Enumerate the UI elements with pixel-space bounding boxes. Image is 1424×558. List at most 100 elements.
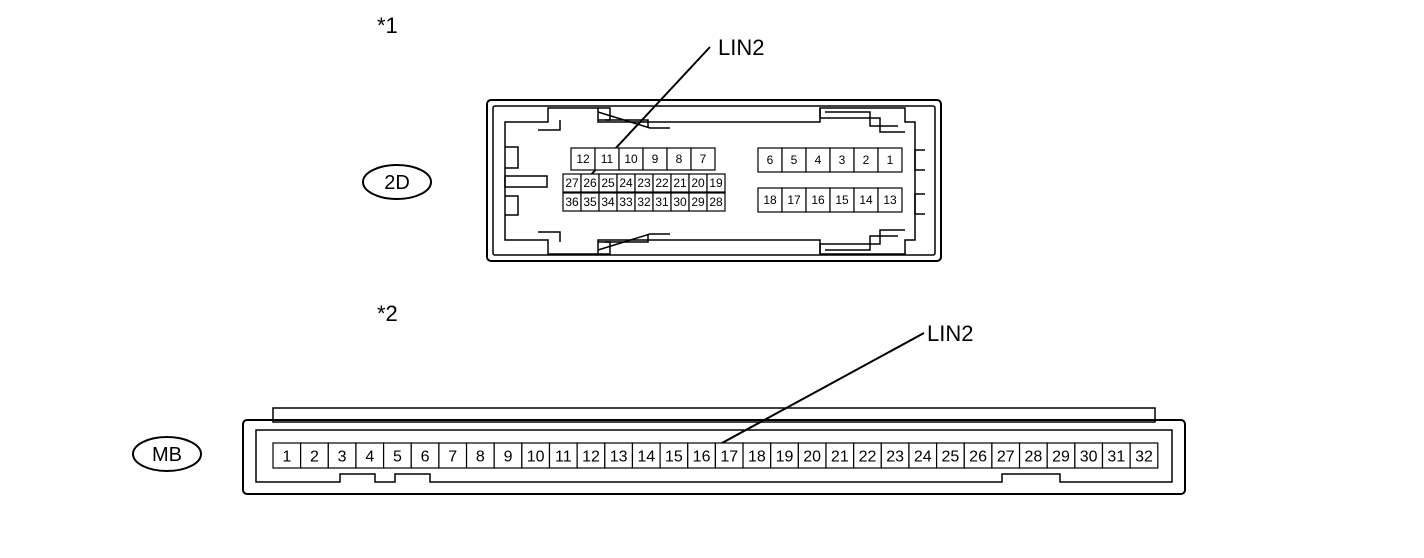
callout-label-2d: LIN2 (718, 35, 764, 60)
pin-cell-21 (825, 442, 855, 469)
pin-label-16: 16 (811, 193, 825, 207)
pin-label-18: 18 (748, 449, 766, 466)
pin-label-19: 19 (709, 176, 723, 190)
pin-label-21: 21 (673, 176, 687, 190)
pin-label-17: 17 (787, 193, 801, 207)
pin-cell-20 (797, 442, 827, 469)
pin-label-25: 25 (942, 449, 960, 466)
pin-cell-2 (853, 147, 879, 173)
pin-label-24: 24 (619, 176, 633, 190)
pin-cell-10 (521, 442, 551, 469)
pin-label-9: 9 (504, 449, 513, 466)
pin-label-22: 22 (655, 176, 669, 190)
pin-cell-24 (908, 442, 938, 469)
pin-label-18: 18 (763, 193, 777, 207)
connector-2d-housing (486, 99, 942, 262)
pin-label-27: 27 (565, 176, 579, 190)
pin-cell-31 (1101, 442, 1131, 469)
pin-label-19: 19 (776, 449, 794, 466)
pin-label-3: 3 (338, 449, 347, 466)
pin-label-13: 13 (883, 193, 897, 207)
pin-label-14: 14 (637, 449, 655, 466)
code-badge-2d (362, 164, 432, 200)
pin-label-35: 35 (583, 195, 597, 209)
pin-cell-16 (687, 442, 716, 469)
marker-2: *2 (377, 301, 398, 326)
pin-label-26: 26 (583, 176, 597, 190)
pin-cell-19 (706, 173, 726, 193)
pin-label-15: 15 (665, 449, 683, 466)
connector-code-mb: MB (152, 444, 182, 466)
pin-label-10: 10 (624, 152, 638, 166)
pin-cell-19 (770, 442, 799, 469)
pin-label-17: 17 (720, 449, 738, 466)
pin-label-33: 33 (619, 195, 633, 209)
pin-cell-13 (604, 442, 634, 469)
pin-label-6: 6 (421, 449, 430, 466)
marker-1: *1 (377, 13, 398, 38)
pin-cell-4 (355, 442, 385, 469)
pin-label-11: 11 (601, 152, 614, 166)
pin-label-32: 32 (1135, 449, 1153, 466)
pin-label-3: 3 (839, 153, 846, 167)
pin-cell-28 (706, 192, 726, 212)
pin-label-20: 20 (691, 176, 705, 190)
pin-cell-7 (690, 147, 716, 171)
pin-label-28: 28 (1024, 449, 1042, 466)
callout-line-mb (699, 332, 925, 456)
pin-label-31: 31 (1107, 449, 1125, 466)
pin-label-34: 34 (601, 195, 615, 209)
pin-cell-16 (805, 187, 831, 213)
pin-label-24: 24 (914, 449, 932, 466)
pin-label-12: 12 (576, 152, 590, 166)
pin-cell-1 (272, 442, 302, 469)
pin-label-26: 26 (969, 449, 987, 466)
connector-code-2d: 2D (384, 172, 410, 194)
code-badge-mb (132, 436, 202, 472)
pin-label-10: 10 (527, 449, 545, 466)
pin-cell-2 (300, 442, 329, 469)
pin-label-6: 6 (767, 153, 774, 167)
callout-label-mb: LIN2 (927, 321, 973, 346)
pin-label-30: 30 (1080, 449, 1098, 466)
pin-label-29: 29 (691, 195, 705, 209)
pin-label-15: 15 (835, 193, 849, 207)
pin-cell-29 (1046, 442, 1076, 469)
pin-label-25: 25 (601, 176, 615, 190)
pin-label-36: 36 (565, 195, 579, 209)
pin-label-16: 16 (693, 449, 711, 466)
pin-label-8: 8 (476, 449, 485, 466)
pin-label-8: 8 (676, 152, 683, 166)
pin-label-22: 22 (859, 449, 877, 466)
pin-cell-11 (548, 442, 578, 469)
pin-label-5: 5 (393, 449, 402, 466)
pin-label-4: 4 (365, 449, 374, 466)
pin-label-23: 23 (886, 449, 904, 466)
pin-label-32: 32 (637, 195, 651, 209)
pin-cell-13 (877, 187, 903, 213)
pin-label-2: 2 (310, 449, 319, 466)
pin-cell-4 (805, 147, 831, 173)
pin-cell-6 (757, 147, 783, 173)
pin-label-12: 12 (582, 449, 600, 466)
pin-label-1: 1 (887, 153, 894, 167)
pin-cell-1 (877, 147, 903, 173)
pin-label-2: 2 (863, 153, 870, 167)
pin-label-7: 7 (700, 152, 707, 166)
pin-label-31: 31 (655, 195, 669, 209)
pin-label-13: 13 (610, 449, 628, 466)
pin-label-7: 7 (448, 449, 457, 466)
pin-label-14: 14 (859, 193, 873, 207)
pin-label-9: 9 (652, 152, 659, 166)
pin-label-23: 23 (637, 176, 651, 190)
pin-label-21: 21 (831, 449, 849, 466)
pin-label-28: 28 (709, 195, 723, 209)
pin-label-11: 11 (555, 449, 572, 466)
pin-cell-26 (963, 442, 993, 469)
connector-mb-housing (242, 407, 1186, 495)
pin-cell-18 (757, 187, 783, 213)
pin-cell-32 (1129, 442, 1159, 469)
